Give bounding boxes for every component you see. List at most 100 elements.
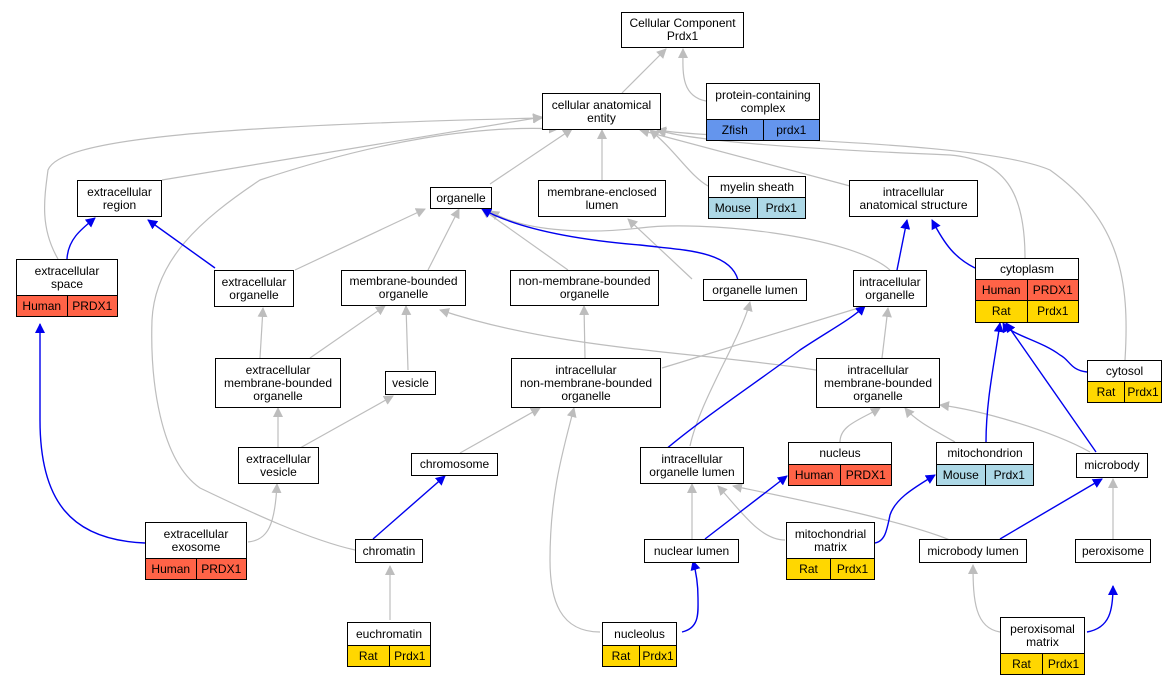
gene-cell: Prdx1 [831,558,875,580]
edge-cytosol-cytoplasm [1002,322,1088,373]
node-chromatin[interactable]: chromatin [355,539,423,563]
node-extracellular-region[interactable]: extracellular region [77,180,162,217]
node-nuclear-lumen[interactable]: nuclear lumen [644,539,739,563]
edge-microbody-cytoplasm [1005,322,1097,453]
node-label: intracellular organelle [853,270,927,307]
edge-iol-ol [689,301,753,447]
species-cell: Mouse [936,464,986,486]
node-peroxisome[interactable]: peroxisome [1075,539,1151,563]
node-organelle[interactable]: organelle [430,187,492,209]
node-label: intracellular membrane-bounded organelle [816,358,940,408]
gene-cell: prdx1 [763,119,820,141]
species-cell: Mouse [708,197,758,219]
node-intracellular-membrane-bounded-organelle[interactable]: intracellular membrane-bounded organelle [816,358,940,408]
node-cellular-component-root[interactable]: Cellular Component Prdx1 [621,12,744,48]
node-label: Cellular Component Prdx1 [621,12,744,48]
edge-mito-imbo [904,407,956,443]
node-membrane-bounded-organelle[interactable]: membrane-bounded organelle [341,270,466,306]
node-organelle-lumen[interactable]: organelle lumen [703,279,807,301]
node-label: mitochondrion [936,442,1034,464]
edge-exosome-ev [247,483,282,543]
gene-cell: Prdx1 [757,197,806,219]
node-microbody-lumen[interactable]: microbody lumen [919,539,1027,563]
node-label: extracellular region [77,180,162,217]
species-cell: Rat [975,301,1028,323]
node-intracellular-anatomical-structure[interactable]: intracellular anatomical structure [849,180,978,217]
gene-cell: Prdx1 [1043,653,1085,675]
species-cell: Rat [602,645,640,667]
edge-chromatin-cae [151,123,559,551]
node-vesicle[interactable]: vesicle [385,371,436,395]
node-extracellular-membrane-bounded-organelle[interactable]: extracellular membrane-bounded organelle [215,358,341,408]
species-cell: Human [788,464,841,486]
node-membrane-enclosed-lumen[interactable]: membrane-enclosed lumen [538,180,666,217]
edge-imbo-io [881,307,892,359]
node-label: extracellular exosome [145,522,247,558]
edge-eo-er [147,219,216,269]
edge-chromatin-chromosome [372,475,446,540]
species-cell: Rat [786,558,831,580]
node-label: extracellular membrane-bounded organelle [215,358,341,408]
node-label: organelle [430,187,492,209]
node-label: cytosol [1087,360,1162,381]
edge-iol-io [664,305,866,451]
edge-mm-mito [873,474,936,544]
node-chromosome[interactable]: chromosome [411,453,498,476]
gene-cell: Prdx1 [1125,381,1162,403]
node-extracellular-vesicle[interactable]: extracellular vesicle [238,447,319,484]
edge-es-cae [44,113,543,260]
edge-mito-cytoplasm [985,322,1004,443]
edge-exosome-es [35,323,146,544]
edge-microbody-imbo [939,401,1091,453]
node-label: vesicle [385,371,436,395]
node-label: microbody lumen [919,539,1027,563]
node-cellular-anatomical-entity[interactable]: cellular anatomical entity [542,93,661,130]
node-intracellular-non-membrane-bounded-organelle[interactable]: intracellular non-membrane-bounded organ… [511,358,661,408]
species-cell: Human [975,279,1028,301]
edge-io-ias [896,219,911,271]
species-cell: Human [145,558,197,580]
node-label: membrane-enclosed lumen [538,180,666,217]
node-label: protein-containing complex [706,83,820,119]
gene-cell: Prdx1 [1027,301,1079,323]
node-intracellular-organelle[interactable]: intracellular organelle [853,270,927,307]
node-label: peroxisome [1075,539,1151,563]
node-intracellular-organelle-lumen[interactable]: intracellular organelle lumen [640,447,744,484]
edge-chromosome-inmbo [459,407,541,454]
gene-cell: PRDX1 [840,464,892,486]
species-cell: Rat [1000,653,1043,675]
node-extracellular-organelle[interactable]: extracellular organelle [214,270,294,307]
node-non-membrane-bounded-organelle[interactable]: non-membrane-bounded organelle [510,270,659,306]
edge-eo-organelle [294,208,426,271]
node-label: intracellular anatomical structure [849,180,978,217]
node-label: microbody [1076,453,1148,478]
edge-ias-cae [639,127,851,187]
edge-embo-eo [257,307,268,359]
edge-nl-nucleus [704,475,788,540]
node-label: non-membrane-bounded organelle [510,270,659,306]
node-microbody[interactable]: microbody [1076,453,1148,478]
node-label: euchromatin [347,622,431,645]
edge-cytosol-cae [656,126,1127,361]
